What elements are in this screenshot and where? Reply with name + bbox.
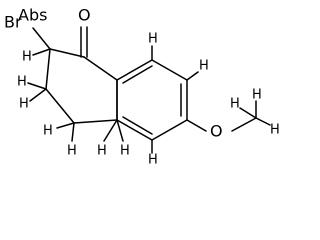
h-ar-top: H <box>148 32 158 47</box>
h-ch2b-2: H <box>67 144 77 159</box>
benzene-bond-2 <box>151 59 188 81</box>
ch2b-h-bond-2 <box>71 122 75 142</box>
ch3-h-bond-left <box>239 107 257 119</box>
abs-label: Abs <box>18 6 47 25</box>
cbr-h-bond <box>32 48 51 56</box>
ring-bond-cbr-ch2a <box>45 48 51 90</box>
ar-h-bond-right <box>186 71 199 81</box>
structural-formula: Abs Br O O H H H H H H H H H H H H H <box>4 6 280 168</box>
o-ch3-bond <box>231 117 257 132</box>
h-ch2c-2: H <box>120 144 130 159</box>
bromine-label: Br <box>4 13 22 32</box>
h-cbr: H <box>22 50 32 65</box>
h-ch2a-1: H <box>17 75 27 90</box>
ch2c-h-bond-1 <box>103 119 118 142</box>
benzene-bond-5 <box>116 119 153 141</box>
ring-bond-co-ar <box>83 56 118 81</box>
ch2c-h-bond-2 <box>116 119 124 142</box>
bonds <box>27 26 271 154</box>
h-ch2b-1: H <box>43 124 53 139</box>
ch2a-h-bond-2 <box>29 88 47 102</box>
h-ar-right: H <box>199 59 209 74</box>
ch2b-h-bond-1 <box>56 122 75 129</box>
benzene-bond-4 <box>151 119 188 141</box>
h-ch2a-2: H <box>19 97 29 112</box>
benzene-bond-5-inner <box>122 116 153 135</box>
ring-bond-ch2b-ch2c <box>73 119 118 124</box>
benzene-bond-1 <box>116 59 153 81</box>
h-ch3-top: H <box>252 88 262 103</box>
ar-o-bond <box>186 119 207 132</box>
ring-bond-ch2a-ch2b <box>45 88 75 124</box>
h-ch3-right: H <box>270 123 280 138</box>
cbr-br-bond <box>32 27 51 50</box>
h-ar-bottom: H <box>148 153 158 168</box>
hydrogen-labels: H H H H H H H H H H H H H <box>17 32 280 168</box>
h-ch2c-1: H <box>97 144 107 159</box>
benzene-bond-1-inner <box>122 65 153 84</box>
ch2a-h-bond-1 <box>27 82 47 90</box>
ether-oxygen-label: O <box>210 122 223 141</box>
h-ch3-left: H <box>230 97 240 112</box>
atom-labels: Abs Br O O <box>4 6 223 141</box>
ch3-h-bond-right <box>255 117 271 126</box>
carbonyl-oxygen-label: O <box>78 6 91 25</box>
ring-bond-co-cbr <box>49 48 85 58</box>
